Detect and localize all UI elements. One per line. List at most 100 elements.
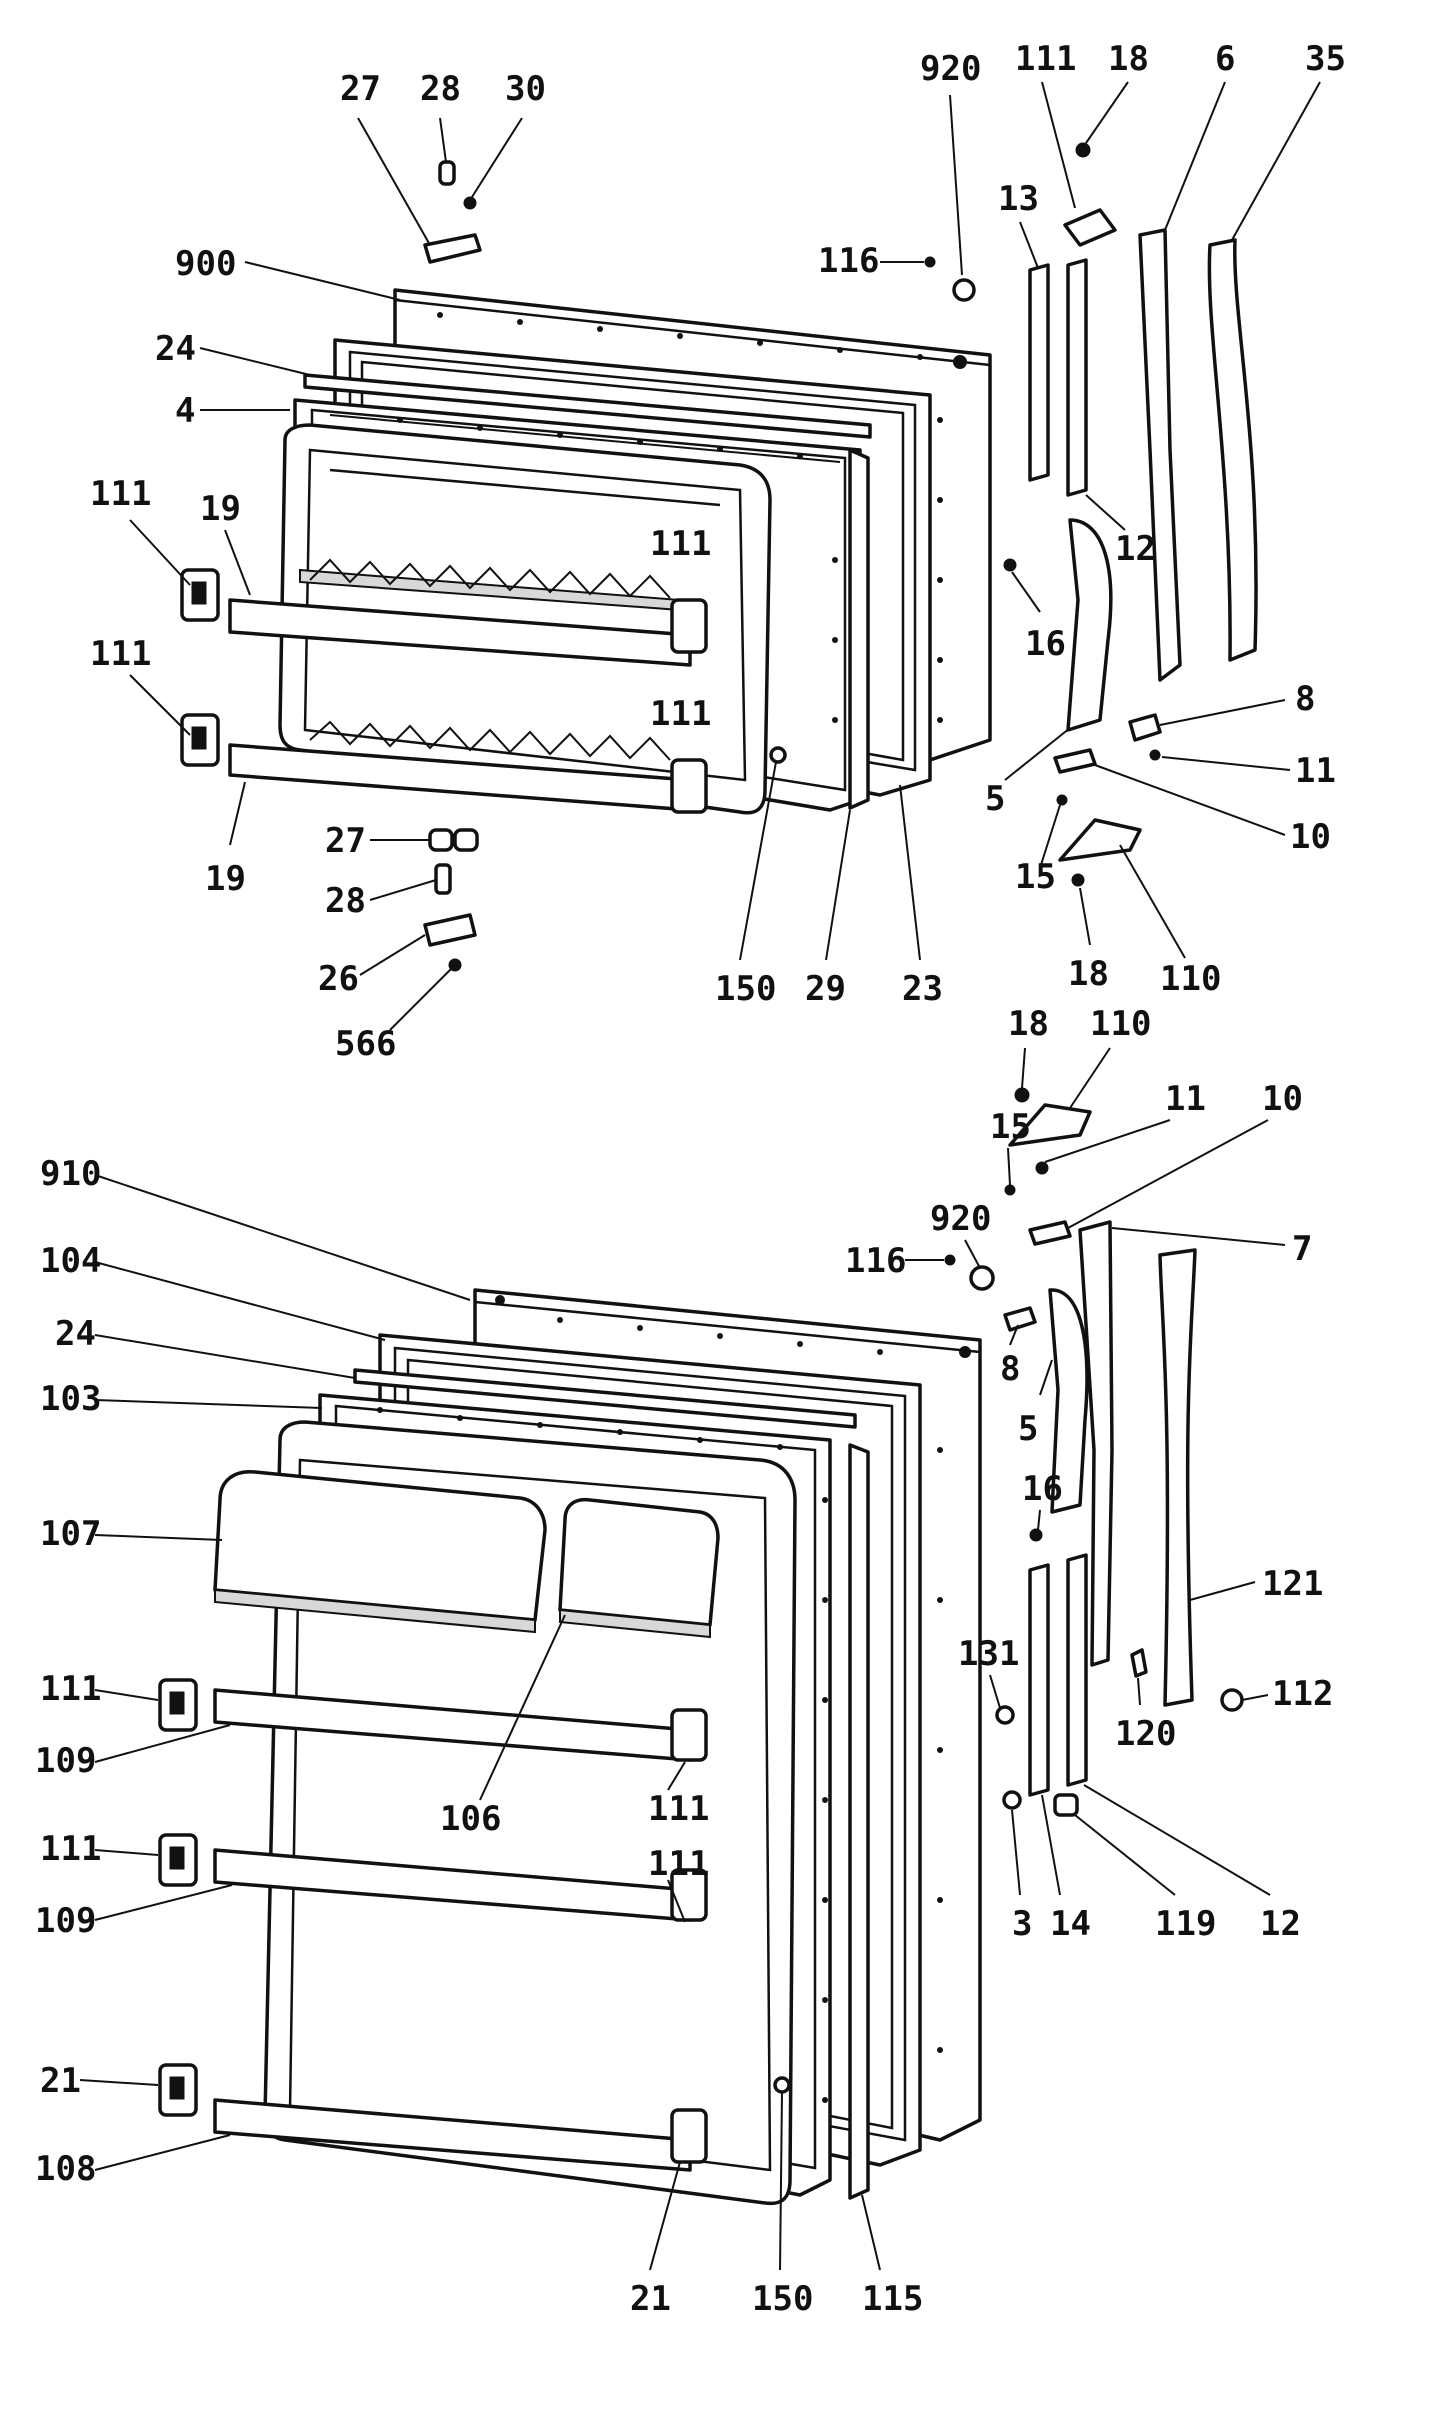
gasket-strip-115 xyxy=(848,1443,870,2200)
callout-116: 116 xyxy=(818,241,879,281)
callout-11: 11 xyxy=(1165,1079,1206,1119)
bar-end-111-a xyxy=(670,598,708,654)
screw-116-lower xyxy=(944,1254,956,1266)
callout-109: 109 xyxy=(35,1901,96,1941)
hinge-strap-6 xyxy=(1138,228,1182,682)
callout-3: 3 xyxy=(1012,1904,1032,1944)
bar-end-111-b xyxy=(670,758,708,814)
callout-16: 16 xyxy=(1022,1469,1063,1509)
hinge-cover-5-lower xyxy=(1048,1288,1089,1514)
screw-11-lower xyxy=(1035,1161,1049,1175)
callout-910: 910 xyxy=(40,1154,101,1194)
bracket-8-lower xyxy=(1003,1306,1037,1332)
callout-110: 110 xyxy=(1160,959,1221,999)
callout-26: 26 xyxy=(318,959,359,999)
callout-111: 111 xyxy=(1015,39,1076,79)
callout-111: 111 xyxy=(90,634,151,674)
screw-131 xyxy=(995,1705,1015,1725)
rail-12-lower xyxy=(1066,1553,1088,1787)
callout-920: 920 xyxy=(920,49,981,89)
rail-12-top xyxy=(1066,258,1088,497)
fresh-food-right-parts xyxy=(944,1087,1244,1817)
freezer-door-assembly xyxy=(180,160,992,972)
callout-8: 8 xyxy=(1295,679,1315,719)
callout-24: 24 xyxy=(55,1314,96,1354)
callout-15: 15 xyxy=(990,1107,1031,1147)
callout-8: 8 xyxy=(1000,1349,1020,1389)
callout-111: 111 xyxy=(40,1669,101,1709)
screw-15-lower xyxy=(1004,1184,1016,1196)
trim-cover-35 xyxy=(1207,238,1258,662)
callout-35: 35 xyxy=(1305,39,1346,79)
clip-111-left-lower xyxy=(180,713,220,767)
callout-10: 10 xyxy=(1290,817,1331,857)
callout-21: 21 xyxy=(40,2061,81,2101)
rail-14 xyxy=(1028,1563,1050,1797)
callout-4: 4 xyxy=(175,391,195,431)
callout-5: 5 xyxy=(985,779,1005,819)
rail-13 xyxy=(1028,263,1050,482)
callout-108: 108 xyxy=(35,2149,96,2189)
hinge-strap-7 xyxy=(1078,1220,1114,1667)
callout-115: 115 xyxy=(862,2279,923,2319)
hinge-plate-26 xyxy=(423,913,477,947)
bar-end-111-c xyxy=(670,1708,708,1762)
trim-cover-121 xyxy=(1158,1248,1197,1707)
bushing-119 xyxy=(1053,1793,1079,1817)
callout-27: 27 xyxy=(340,69,381,109)
screw-18-mid xyxy=(1071,873,1085,887)
callout-106: 106 xyxy=(440,1799,501,1839)
callout-110: 110 xyxy=(1090,1004,1151,1044)
callout-12: 12 xyxy=(1260,1904,1301,1944)
callout-103: 103 xyxy=(40,1379,101,1419)
callout-28: 28 xyxy=(325,881,366,921)
callout-119: 119 xyxy=(1155,1904,1216,1944)
door-liner-tub xyxy=(278,423,772,815)
screw-120 xyxy=(1130,1648,1148,1678)
freezer-right-parts xyxy=(924,142,1258,887)
callout-111: 111 xyxy=(40,1829,101,1869)
plug-920-lower xyxy=(969,1265,995,1291)
shim-10-lower xyxy=(1028,1220,1072,1246)
callout-28: 28 xyxy=(420,69,461,109)
clip-111-lower-b xyxy=(158,1833,198,1887)
callout-131: 131 xyxy=(958,1634,1019,1674)
hinge-pin-28-top xyxy=(438,160,456,186)
callout-12: 12 xyxy=(1115,529,1156,569)
bar-end-111-d xyxy=(670,1868,708,1922)
door-bar-108 xyxy=(213,2098,692,2172)
callout-109: 109 xyxy=(35,1741,96,1781)
hinge-27-bottom xyxy=(428,828,479,852)
screw-150-top xyxy=(769,746,787,764)
callout-116: 116 xyxy=(845,1241,906,1281)
callout-111: 111 xyxy=(648,1844,709,1884)
callout-19: 19 xyxy=(205,859,246,899)
callout-7: 7 xyxy=(1292,1229,1312,1269)
callout-6: 6 xyxy=(1215,39,1235,79)
callout-111: 111 xyxy=(650,524,711,564)
bracket-8-top xyxy=(1128,713,1162,742)
callout-14: 14 xyxy=(1050,1904,1091,1944)
hinge-110-top xyxy=(1058,818,1142,862)
dairy-bin-107 xyxy=(213,1470,547,1622)
leader-lines xyxy=(79,81,1321,2271)
callout-111: 111 xyxy=(650,694,711,734)
door-bar-19-upper xyxy=(228,598,692,667)
screw-150-bottom xyxy=(773,2076,791,2094)
callout-27: 27 xyxy=(325,821,366,861)
callout-121: 121 xyxy=(1262,1564,1323,1604)
plug-3 xyxy=(1002,1790,1022,1810)
callout-18: 18 xyxy=(1008,1004,1049,1044)
callout-150: 150 xyxy=(715,969,776,1009)
clip-111-lower-a xyxy=(158,1678,198,1732)
callout-5: 5 xyxy=(1018,1409,1038,1449)
callout-111: 111 xyxy=(648,1789,709,1829)
callout-566: 566 xyxy=(335,1024,396,1064)
bin-106 xyxy=(558,1497,720,1627)
callout-112: 112 xyxy=(1272,1674,1333,1714)
screw-16-lower xyxy=(1029,1528,1043,1542)
callout-107: 107 xyxy=(40,1514,101,1554)
screw-11-top xyxy=(1149,749,1161,761)
